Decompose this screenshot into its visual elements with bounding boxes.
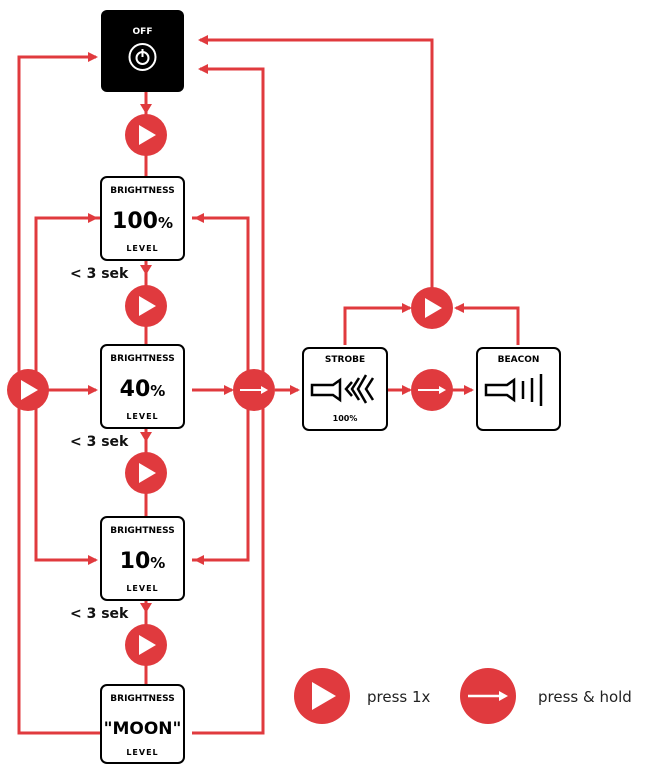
mode-value: "MOON" <box>104 719 182 739</box>
legend: press 1x press & hold <box>294 668 632 724</box>
beacon-title: BEACON <box>498 355 540 365</box>
legend-press-hold: press & hold <box>460 668 632 724</box>
mode-title: BRIGHTNESS <box>110 526 174 536</box>
press-once-node-left[interactable] <box>7 369 49 411</box>
timing-label: < 3 sek <box>70 434 129 450</box>
mode-title: BRIGHTNESS <box>110 186 174 196</box>
play-icon <box>139 125 156 145</box>
strobe-title: STROBE <box>325 355 365 365</box>
mode-box-40[interactable]: BRIGHTNESS 40% LEVEL <box>100 344 185 429</box>
mode-value: 10% <box>120 549 166 574</box>
play-icon <box>139 296 156 316</box>
legend-press-once-label: press 1x <box>367 688 431 706</box>
play-icon <box>139 635 156 655</box>
legend-press-hold-label: press & hold <box>538 688 632 706</box>
timing-label: < 3 sek <box>70 606 129 622</box>
long-arrow-icon <box>468 691 508 701</box>
flashlight-strobe-icon <box>310 374 375 404</box>
press-hold-node[interactable] <box>233 369 275 411</box>
long-arrow-icon <box>240 386 268 394</box>
arrowhead <box>140 104 152 114</box>
strobe-footer: 100% <box>333 414 358 423</box>
arrowhead <box>140 265 152 275</box>
off-label: OFF <box>133 27 153 37</box>
arrowhead <box>140 603 152 613</box>
mode-title: BRIGHTNESS <box>110 354 174 364</box>
press-once-node[interactable] <box>125 114 167 156</box>
timing-label: < 3 sek <box>70 266 129 282</box>
press-once-node-top[interactable] <box>411 287 453 329</box>
mode-box-moon[interactable]: BRIGHTNESS "MOON" LEVEL <box>100 684 185 764</box>
beacon-box[interactable]: BEACON <box>476 347 561 431</box>
off-node[interactable]: OFF <box>101 10 184 92</box>
press-once-node[interactable] <box>125 285 167 327</box>
mode-value: 100% <box>112 209 173 234</box>
play-icon <box>425 298 442 318</box>
mode-box-100[interactable]: BRIGHTNESS 100% LEVEL <box>100 176 185 261</box>
mode-footer: LEVEL <box>126 584 158 593</box>
press-once-node[interactable] <box>125 452 167 494</box>
arrow-beacon-up <box>454 303 520 345</box>
mode-value: 40% <box>120 377 166 402</box>
legend-press-once: press 1x <box>294 668 431 724</box>
flashlight-beacon-icon <box>484 374 543 406</box>
play-icon <box>21 380 38 400</box>
press-once-node[interactable] <box>125 624 167 666</box>
play-icon <box>312 682 336 710</box>
strobe-box[interactable]: STROBE 100% <box>302 347 388 431</box>
arrowhead <box>140 432 152 442</box>
mode-title: BRIGHTNESS <box>110 694 174 704</box>
power-icon <box>128 43 157 71</box>
play-icon <box>139 463 156 483</box>
mode-footer: LEVEL <box>126 748 158 757</box>
press-hold-node[interactable] <box>411 369 453 411</box>
long-arrow-icon <box>418 386 446 394</box>
mode-box-10[interactable]: BRIGHTNESS 10% LEVEL <box>100 516 185 601</box>
loop-back-to-off <box>198 35 434 288</box>
mode-footer: LEVEL <box>126 412 158 421</box>
mode-footer: LEVEL <box>126 244 158 253</box>
arrow-strobe-up <box>343 303 412 345</box>
